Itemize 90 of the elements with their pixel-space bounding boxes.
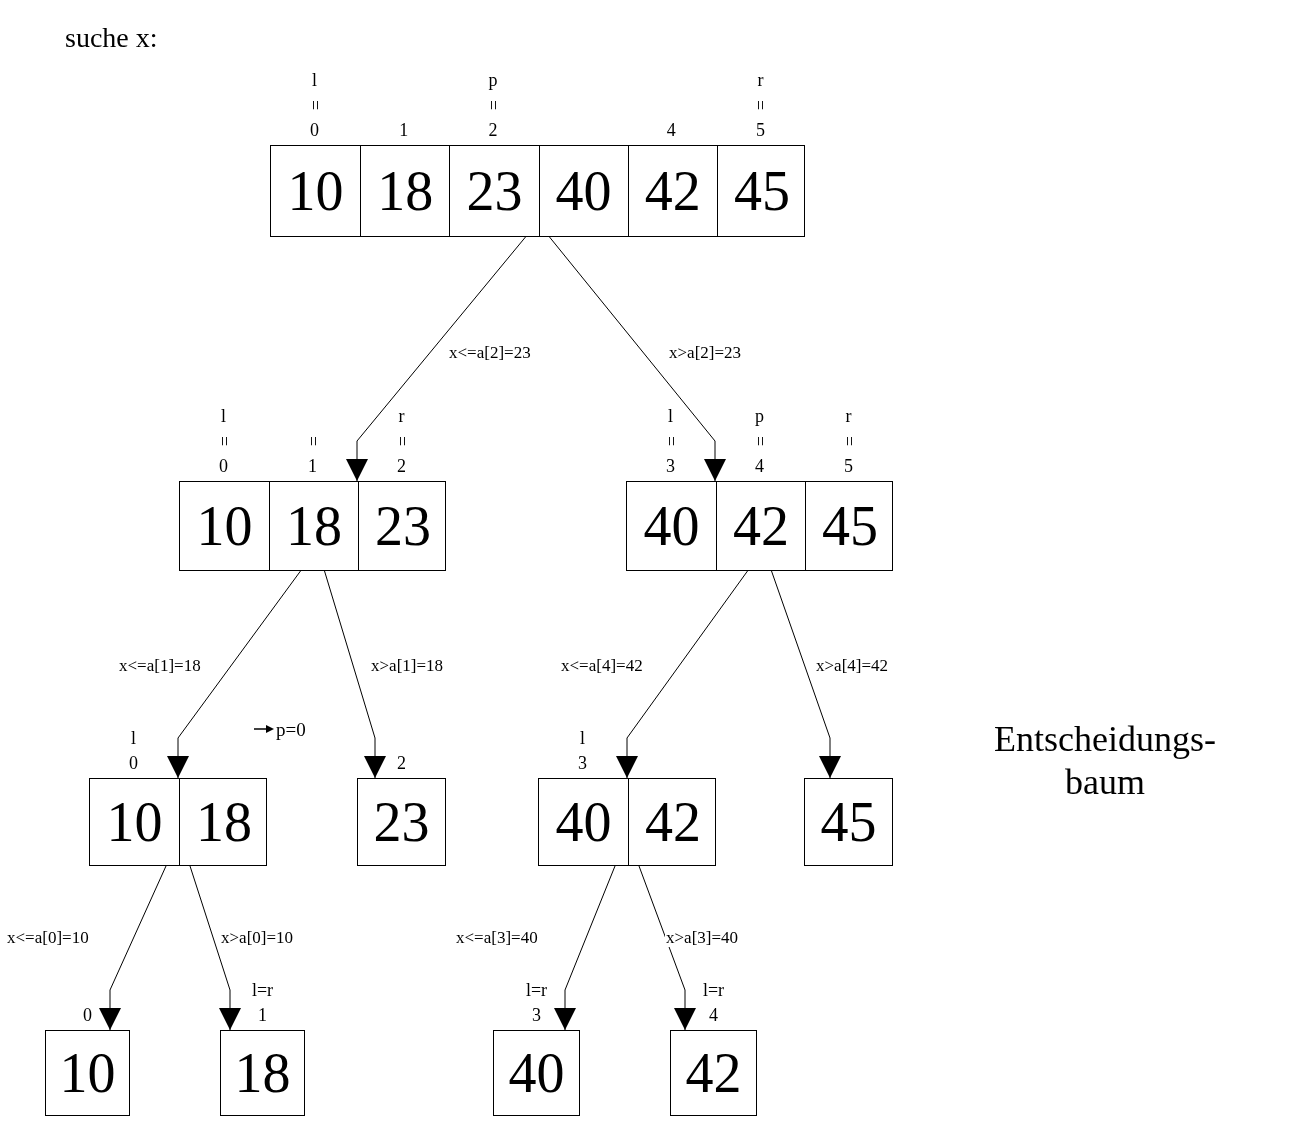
array-cell: 42 bbox=[627, 146, 717, 236]
array-cell: 10 bbox=[180, 482, 269, 570]
index-label: r bbox=[756, 71, 765, 89]
index-label: 5 bbox=[843, 457, 854, 475]
index-label: 2 bbox=[487, 121, 499, 139]
edge-label: x<=a[0]=10 bbox=[6, 928, 90, 947]
edge-label: x<=a[2]=23 bbox=[448, 343, 532, 362]
index-label: = bbox=[661, 434, 680, 449]
index-label: 5 bbox=[754, 121, 766, 139]
edge-label: x>a[2]=23 bbox=[668, 343, 743, 362]
array-cell: 23 bbox=[449, 146, 539, 236]
index-label: = bbox=[839, 434, 858, 449]
array-cell: 45 bbox=[805, 482, 894, 570]
array-cell: 40 bbox=[539, 779, 628, 865]
array-cell: 23 bbox=[357, 778, 446, 866]
arrow bbox=[616, 570, 748, 779]
edge-label: x>a[3]=40 bbox=[665, 928, 740, 947]
index-label: 4 bbox=[708, 1006, 719, 1024]
index-label: = bbox=[305, 98, 324, 113]
index-label: r bbox=[844, 407, 853, 425]
index-label: 4 bbox=[665, 121, 677, 139]
index-label: 1 bbox=[257, 1006, 268, 1024]
edge-label: x<=a[4]=42 bbox=[560, 656, 644, 675]
index-label: 2 bbox=[396, 754, 407, 772]
index-label: l=r bbox=[701, 981, 726, 999]
edge-label: x<=a[3]=40 bbox=[455, 928, 539, 947]
array-cell: 42 bbox=[628, 779, 717, 865]
arrow bbox=[167, 570, 301, 779]
arrow bbox=[324, 570, 386, 779]
index-label: 0 bbox=[309, 121, 321, 139]
index-label: l bbox=[311, 71, 319, 89]
index-label: 0 bbox=[82, 1006, 93, 1024]
index-label: l bbox=[667, 407, 674, 425]
array-cell: 18 bbox=[360, 146, 450, 236]
edge-label: x>a[4]=42 bbox=[815, 656, 890, 675]
index-label: 3 bbox=[665, 457, 676, 475]
array-box bbox=[270, 145, 805, 237]
array-cell: 40 bbox=[538, 146, 628, 236]
edge-label: x>a[1]=18 bbox=[370, 656, 445, 675]
index-label: 0 bbox=[128, 754, 139, 772]
arrow bbox=[771, 570, 841, 779]
array-cell: 18 bbox=[179, 779, 268, 865]
diagram-caption: Entscheidungs- baum bbox=[993, 718, 1217, 805]
array-cell: 18 bbox=[269, 482, 358, 570]
array-cell: 40 bbox=[627, 482, 716, 570]
index-label: 2 bbox=[396, 457, 407, 475]
arrow bbox=[638, 865, 696, 1031]
pointer-note: p=0 bbox=[276, 719, 306, 742]
index-label: = bbox=[392, 434, 411, 449]
index-label: l bbox=[220, 407, 227, 425]
index-label: l bbox=[579, 729, 586, 747]
array-cell: 45 bbox=[804, 778, 893, 866]
index-label: 3 bbox=[531, 1006, 542, 1024]
index-label: 0 bbox=[218, 457, 229, 475]
index-label: 1 bbox=[398, 121, 410, 139]
array-cell: 45 bbox=[716, 146, 806, 236]
array-cell: 10 bbox=[90, 779, 179, 865]
arrow bbox=[189, 865, 241, 1031]
index-label: = bbox=[214, 434, 233, 449]
array-cell: 10 bbox=[271, 146, 361, 236]
edge-label: x<=a[1]=18 bbox=[118, 656, 202, 675]
index-label: = bbox=[303, 434, 322, 449]
index-label: p bbox=[754, 407, 765, 425]
array-cell: 10 bbox=[45, 1030, 130, 1116]
array-box bbox=[89, 778, 267, 866]
arrow bbox=[549, 236, 726, 482]
array-box bbox=[538, 778, 716, 866]
index-label: = bbox=[483, 98, 502, 113]
edge-label: x>a[0]=10 bbox=[220, 928, 295, 947]
array-cell: 42 bbox=[670, 1030, 757, 1116]
index-label: l=r bbox=[250, 981, 275, 999]
index-label: r bbox=[397, 407, 406, 425]
array-box bbox=[626, 481, 893, 571]
arrow bbox=[346, 236, 526, 482]
index-label: 3 bbox=[577, 754, 588, 772]
index-label: l=r bbox=[524, 981, 549, 999]
index-label: 1 bbox=[307, 457, 318, 475]
array-cell: 42 bbox=[716, 482, 805, 570]
index-label: l bbox=[130, 729, 137, 747]
array-box bbox=[179, 481, 446, 571]
array-cell: 23 bbox=[358, 482, 447, 570]
array-cell: 18 bbox=[220, 1030, 305, 1116]
title: suche x: bbox=[65, 22, 158, 54]
index-label: p bbox=[487, 71, 499, 89]
array-cell: 40 bbox=[493, 1030, 580, 1116]
arrow bbox=[99, 865, 167, 1031]
index-label: = bbox=[751, 98, 770, 113]
index-label: 4 bbox=[754, 457, 765, 475]
index-label: = bbox=[750, 434, 769, 449]
arrow bbox=[554, 865, 616, 1031]
